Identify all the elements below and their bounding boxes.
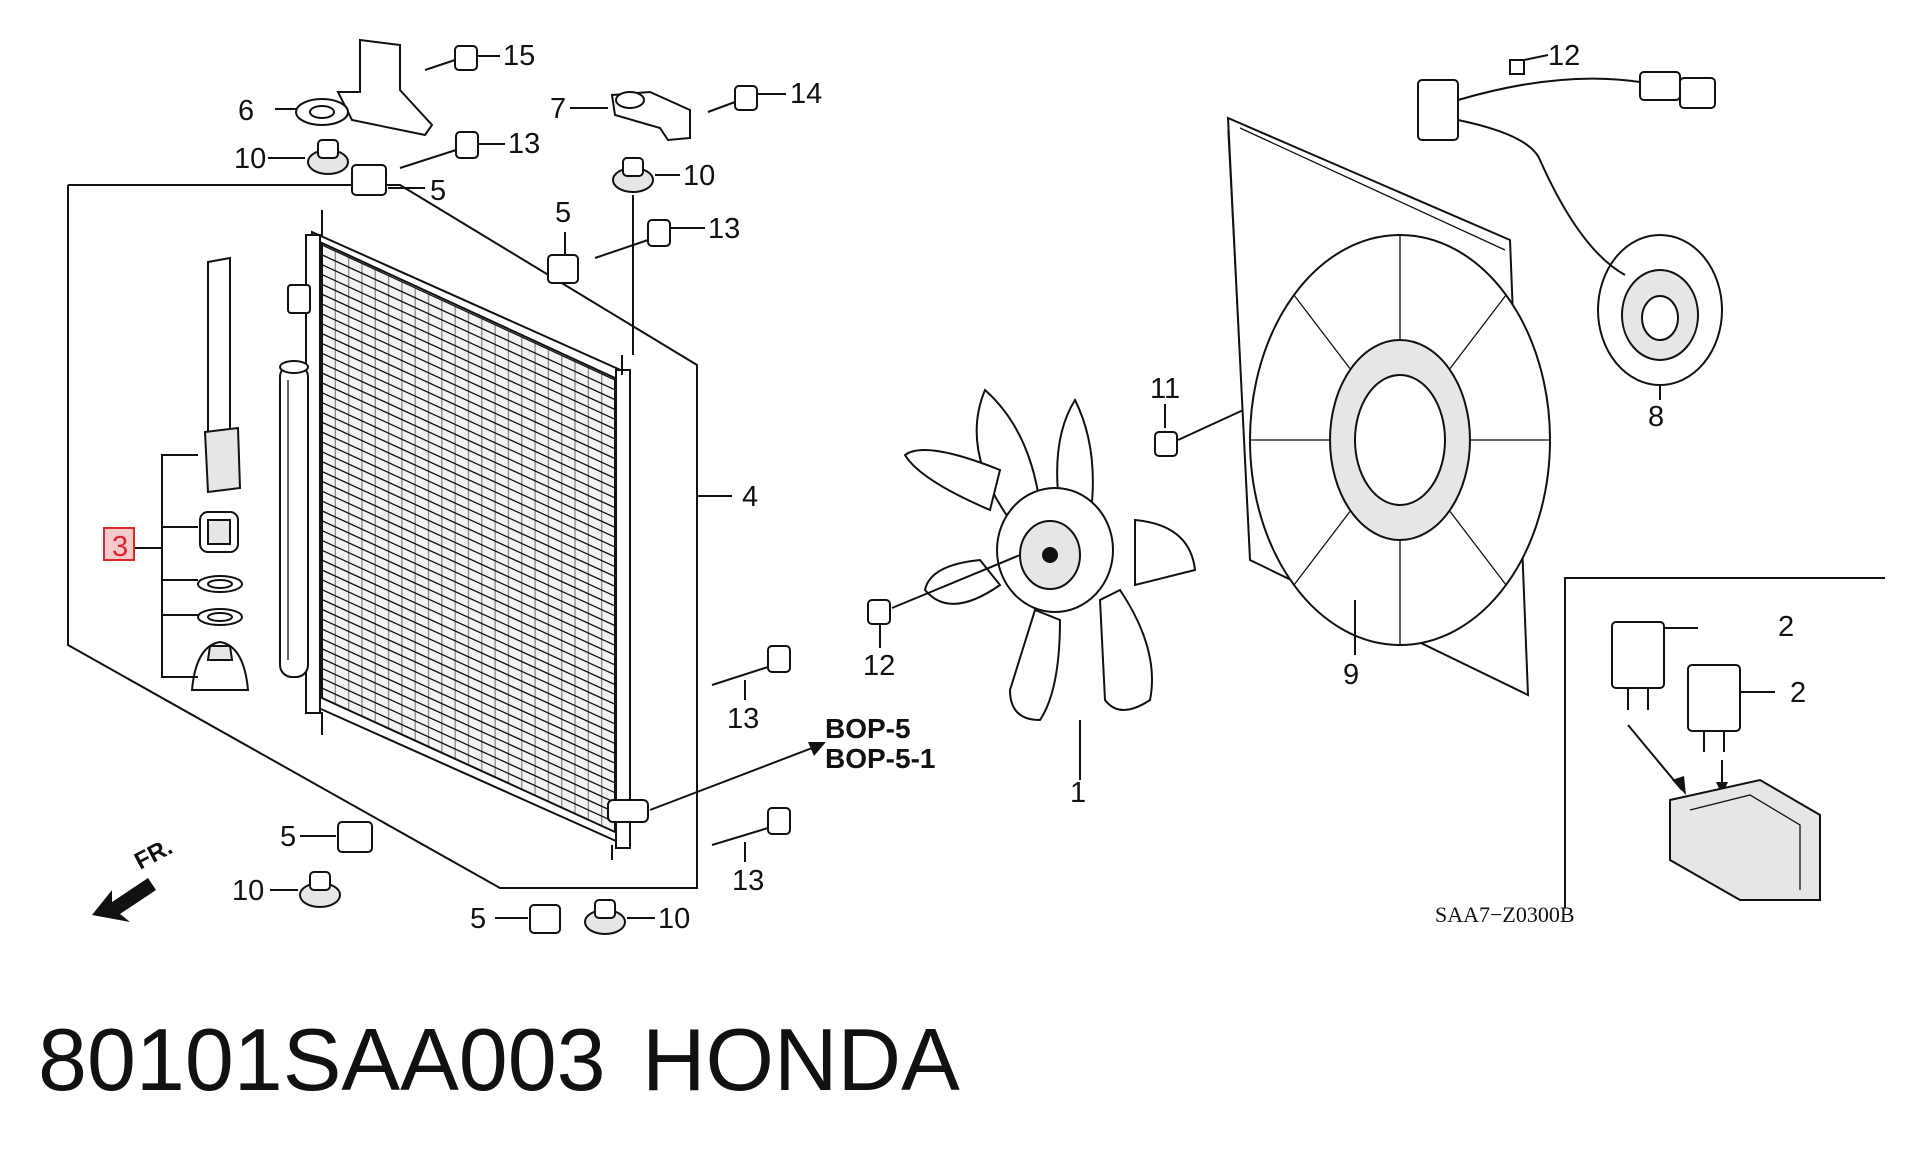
callout-12-fan: 12 xyxy=(863,650,895,682)
clip-5-mid xyxy=(547,232,579,284)
bolt-13-right-low xyxy=(711,807,791,862)
bolt-13-mid xyxy=(594,219,705,259)
callout-5-bottom-left: 5 xyxy=(280,821,296,853)
grommet-10-bottom-left xyxy=(270,871,341,908)
callout-13-mid: 13 xyxy=(708,213,740,245)
callout-7: 7 xyxy=(550,93,566,125)
callout-2-upper: 2 xyxy=(1778,611,1794,643)
callout-3-highlighted: 3 xyxy=(112,531,128,563)
callout-5-top: 5 xyxy=(430,175,446,207)
bolt-12-fan xyxy=(867,554,1021,648)
callout-11: 11 xyxy=(1150,373,1180,405)
callout-12-harness: 12 xyxy=(1548,40,1580,72)
condenser-core xyxy=(287,210,649,860)
wiring-harness xyxy=(1417,54,1716,276)
callout-13-right-low: 13 xyxy=(732,865,764,897)
bolt-15 xyxy=(424,45,500,71)
clip-5-bottom-left xyxy=(300,821,373,853)
fan-motor-8 xyxy=(1597,234,1723,400)
grommet-10-top-left xyxy=(268,139,349,175)
callout-14: 14 xyxy=(790,78,822,110)
grommet-10-top-mid xyxy=(612,157,680,355)
bracket-7 xyxy=(570,90,691,142)
fan-shroud-9 xyxy=(1226,116,1551,697)
callout-15: 15 xyxy=(503,40,535,72)
grommet-10-bottom xyxy=(584,899,655,935)
callout-13-top: 13 xyxy=(508,128,540,160)
callout-10-bottom: 10 xyxy=(658,903,690,935)
callout-10-top-mid: 10 xyxy=(683,160,715,192)
receiver-dryer xyxy=(279,360,309,678)
callout-1: 1 xyxy=(1070,777,1086,809)
desiccant-kit xyxy=(135,256,250,691)
brand-name: HONDA xyxy=(642,1010,960,1109)
front-direction-label: FR. xyxy=(130,833,177,875)
callout-5-mid: 5 xyxy=(555,197,571,229)
bolt-13-top-left xyxy=(399,131,505,169)
reference-bop-5-1: BOP-5-1 xyxy=(825,743,935,774)
clip-5-bottom xyxy=(495,904,561,934)
condenser-assembly-outline xyxy=(67,184,698,889)
highlight-box-3 xyxy=(103,527,135,561)
bolt-13-right-mid xyxy=(711,645,791,700)
clip-5-top-left xyxy=(351,164,425,196)
upper-bracket-6 xyxy=(275,38,434,137)
cooling-fan-1 xyxy=(903,388,1197,780)
callout-8: 8 xyxy=(1648,401,1664,433)
front-direction-arrow xyxy=(92,878,156,922)
callout-5-bottom: 5 xyxy=(470,903,486,935)
bolt-14 xyxy=(707,85,786,113)
callout-4: 4 xyxy=(742,481,758,513)
callout-9: 9 xyxy=(1343,659,1359,691)
callout-13-right-mid: 13 xyxy=(727,703,759,735)
callout-2-lower: 2 xyxy=(1790,677,1806,709)
relay-inset xyxy=(1564,577,1885,908)
part-number: 80101SAA003 xyxy=(38,1010,606,1109)
callout-10-bottom-left: 10 xyxy=(232,875,264,907)
bop-arrow xyxy=(649,742,826,811)
callout-6: 6 xyxy=(238,95,254,127)
diagram-code: SAA7−Z0300B xyxy=(1435,902,1575,927)
reference-bop-5: BOP-5 xyxy=(825,713,911,744)
callout-10-top-left: 10 xyxy=(234,143,266,175)
